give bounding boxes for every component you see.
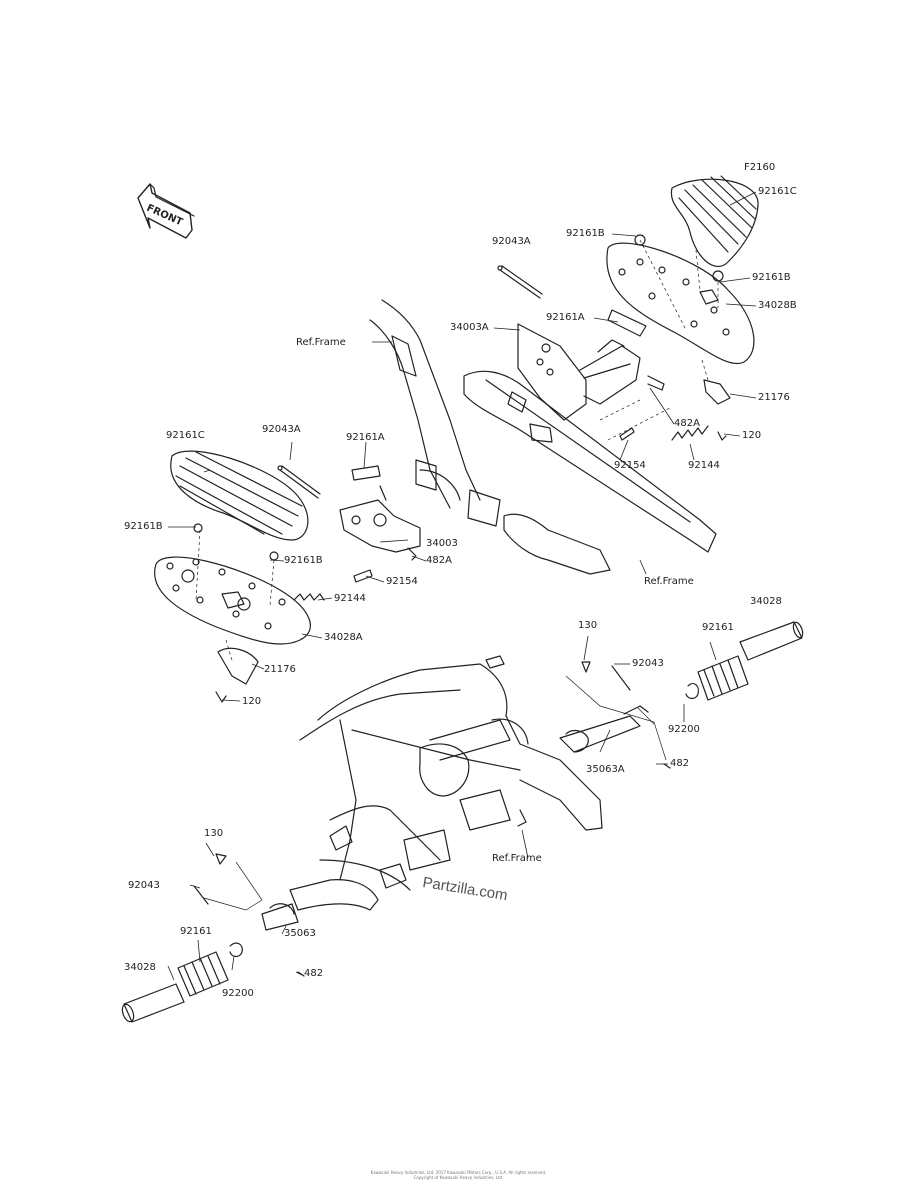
lh-bracket xyxy=(339,465,421,561)
footer-copyright-2: Copyright of Kawasaki Heavy Industries, … xyxy=(413,1175,504,1180)
label-rh-92043A[interactable]: 92043A xyxy=(492,236,531,247)
label-rh-92144[interactable]: 92144 xyxy=(688,460,720,471)
label-ref-frame-top[interactable]: Ref.Frame xyxy=(296,337,346,348)
assembly-lines xyxy=(195,239,719,661)
label-lp-34028[interactable]: 34028 xyxy=(124,962,156,973)
label-lh-21176[interactable]: 21176 xyxy=(264,664,296,675)
label-rh-92161B-right[interactable]: 92161B xyxy=(752,272,791,283)
label-ref-frame-mid[interactable]: Ref.Frame xyxy=(644,576,694,587)
label-lp-130[interactable]: 130 xyxy=(204,828,224,839)
rh-spring xyxy=(619,379,731,441)
lh-floorboard-rubber xyxy=(170,450,309,541)
label-rp-130[interactable]: 130 xyxy=(578,620,598,631)
label-lp-482[interactable]: 482 xyxy=(304,968,324,979)
label-rp-35063A[interactable]: 35063A xyxy=(586,764,625,775)
label-rp-482[interactable]: 482 xyxy=(670,758,690,769)
label-rh-482A[interactable]: 482A xyxy=(674,418,700,429)
footer-copyright: Kawasaki Heavy Industries, Ltd. 2017 Kaw… xyxy=(370,1170,547,1175)
label-lh-92144[interactable]: 92144 xyxy=(334,593,366,604)
figure-code: F2160 xyxy=(744,162,776,173)
label-lh-120[interactable]: 120 xyxy=(242,696,262,707)
label-ref-frame-low[interactable]: Ref.Frame xyxy=(492,853,542,864)
lh-footpeg xyxy=(121,853,305,1023)
rh-bracket xyxy=(517,309,665,421)
frame-upper xyxy=(369,299,717,575)
label-rh-34028B[interactable]: 34028B xyxy=(758,300,797,311)
label-rh-120[interactable]: 120 xyxy=(742,430,762,441)
label-lp-35063[interactable]: 35063 xyxy=(284,928,316,939)
rh-footpeg xyxy=(559,621,804,769)
label-lh-92161B-left[interactable]: 92161B xyxy=(124,521,163,532)
assembly-guides xyxy=(203,675,667,911)
label-rh-92161B-top[interactable]: 92161B xyxy=(566,228,605,239)
label-lh-92154[interactable]: 92154 xyxy=(386,576,418,587)
label-lp-92043[interactable]: 92043 xyxy=(128,880,160,891)
label-rp-92200[interactable]: 92200 xyxy=(668,724,700,735)
label-lh-92161A[interactable]: 92161A xyxy=(346,432,385,443)
label-rh-21176[interactable]: 21176 xyxy=(758,392,790,403)
leader-lines xyxy=(167,191,757,981)
front-arrow-icon: FRONT xyxy=(137,183,195,239)
label-lh-92161C[interactable]: 92161C xyxy=(166,430,205,441)
label-lh-92043A[interactable]: 92043A xyxy=(262,424,301,435)
label-rp-34028[interactable]: 34028 xyxy=(750,596,782,607)
label-rh-92154[interactable]: 92154 xyxy=(614,460,646,471)
label-lp-92161[interactable]: 92161 xyxy=(180,926,212,937)
rh-pin xyxy=(497,265,543,299)
label-lh-92161B-right[interactable]: 92161B xyxy=(284,555,323,566)
label-rh-92161A[interactable]: 92161A xyxy=(546,312,585,323)
label-rp-92043[interactable]: 92043 xyxy=(632,658,664,669)
label-rh-34003A[interactable]: 34003A xyxy=(450,322,489,333)
rh-floorboard-plate xyxy=(606,234,755,365)
frame-lower xyxy=(289,655,603,911)
label-lh-34028A[interactable]: 34028A xyxy=(324,632,363,643)
rh-floorboard-rubber xyxy=(670,175,759,268)
label-rp-92161[interactable]: 92161 xyxy=(702,622,734,633)
label-lh-34003[interactable]: 34003 xyxy=(426,538,458,549)
lh-floorboard-plate xyxy=(154,556,311,645)
label-lp-92200[interactable]: 92200 xyxy=(222,988,254,999)
label-rh-92161C[interactable]: 92161C xyxy=(758,186,797,197)
label-lh-482A[interactable]: 482A xyxy=(426,555,452,566)
